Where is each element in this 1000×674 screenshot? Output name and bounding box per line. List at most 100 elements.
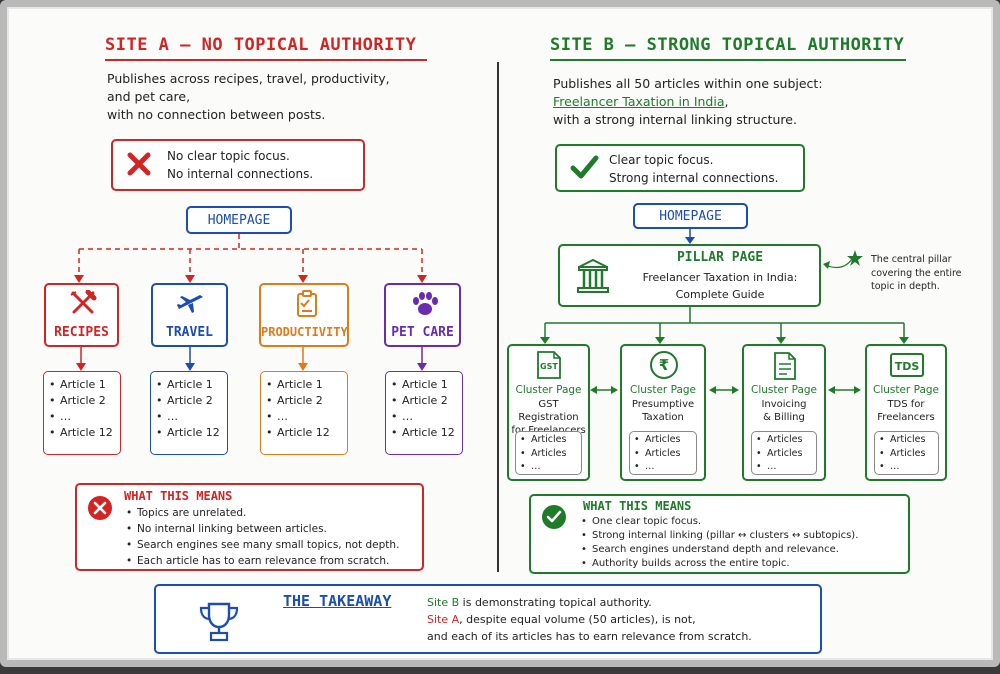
airplane-icon [176, 291, 206, 321]
takeaway-site-a: Site A [427, 613, 460, 626]
site-a-status-box: No clear topic focus. No internal connec… [111, 139, 365, 191]
cluster-invoicing-line1: Invoicing [761, 399, 807, 410]
list-item: … [389, 409, 462, 425]
cluster-presumptive-line1: Presumptive [631, 399, 695, 410]
checklist-icon [295, 290, 319, 322]
list-item: Articles [632, 433, 696, 447]
site-a-x-line2: No internal connections. [167, 167, 314, 181]
list-item: … [877, 460, 938, 474]
list-item: No internal linking between articles. [124, 521, 399, 537]
takeaway-line3: and each of its articles has to earn rel… [427, 630, 752, 643]
site-b-desc-line3: with a strong internal linking structure… [553, 112, 797, 127]
site-b-means-title: WHAT THIS MEANS [583, 499, 692, 513]
list-item: Article 1 [154, 377, 227, 393]
pillar-page-line2: Complete Guide [675, 288, 765, 301]
takeaway-box: THE TAKEAWAY Site B is demonstrating top… [154, 584, 822, 654]
rupee-icon-text: ₹ [658, 356, 670, 374]
pillar-note-line3: topic in depth. [871, 281, 940, 292]
site-b-check-line2: Strong internal connections. [609, 171, 779, 185]
cluster-presumptive-articles: Articles Articles … [629, 431, 697, 475]
cluster-invoicing-articles: Articles Articles … [751, 431, 817, 475]
list-item: … [518, 460, 581, 474]
list-item: Topics are unrelated. [124, 505, 399, 521]
list-item: One clear topic focus. [579, 515, 858, 529]
list-item: Articles [754, 447, 816, 461]
gst-document-icon: GST [536, 350, 562, 384]
cluster-heading: Cluster Page [872, 384, 940, 396]
list-item: Search engines understand depth and rele… [579, 543, 858, 557]
invoice-document-icon [773, 351, 797, 385]
list-item: Article 2 [47, 393, 120, 409]
category-pet-care-label: PET CARE [391, 325, 454, 340]
travel-article-list: Article 1 Article 2 … Article 12 [150, 371, 228, 455]
site-a-title-underline [105, 59, 427, 61]
list-item: Article 2 [154, 393, 227, 409]
site-a-x-line1: No clear topic focus. [167, 149, 290, 163]
takeaway-title: THE TAKEAWAY [283, 592, 392, 610]
site-b-what-this-means: WHAT THIS MEANS One clear topic focus. S… [529, 494, 910, 574]
cluster-page-invoicing: Cluster Page Invoicing & Billing Article… [742, 344, 826, 481]
red-x-icon [125, 150, 153, 178]
site-b-desc-line1: Publishes all 50 articles within one sub… [553, 76, 823, 91]
pillar-note-line2: covering the entire [871, 267, 962, 279]
site-b-title: SITE B – STRONG TOPICAL AUTHORITY [550, 35, 905, 55]
cluster-heading: Cluster Page [629, 384, 697, 396]
green-check-icon [569, 153, 599, 187]
category-productivity: PRODUCTIVITY [259, 283, 349, 347]
list-item: Articles [877, 447, 938, 461]
rupee-icon: ₹ [650, 351, 678, 379]
list-item: Articles [518, 447, 581, 461]
list-item: Strong internal linking (pillar ↔ cluste… [579, 529, 858, 543]
cluster-gst-articles: Articles Articles … [515, 431, 582, 475]
pet-care-article-list: Article 1 Article 2 … Article 12 [385, 371, 463, 455]
category-productivity-label: PRODUCTIVITY [261, 325, 348, 339]
cluster-heading: Cluster Page [750, 384, 818, 396]
list-item: Search engines see many small topics, no… [124, 537, 399, 553]
site-b-topic-highlight: Freelancer Taxation in India [553, 94, 725, 109]
site-a-means-title: WHAT THIS MEANS [124, 489, 233, 503]
cluster-page-presumptive: ₹ Cluster Page Presumptive Taxation Arti… [620, 344, 706, 481]
list-item: Articles [877, 433, 938, 447]
recipes-article-list: Article 1 Article 2 … Article 12 [43, 371, 121, 455]
list-item: … [154, 409, 227, 425]
site-b-title-underline [550, 59, 906, 61]
pillar-page-title: PILLAR PAGE [676, 250, 764, 265]
paw-icon [410, 291, 440, 321]
red-x-circle-icon [87, 495, 113, 525]
cluster-tds-articles: Articles Articles … [874, 431, 939, 475]
site-a-homepage: HOMEPAGE [186, 206, 292, 234]
site-a-desc-line1: Publishes across recipes, travel, produc… [107, 71, 390, 86]
site-a-what-this-means: WHAT THIS MEANS Topics are unrelated. No… [75, 483, 424, 571]
list-item: … [754, 460, 816, 474]
site-b-status-box: Clear topic focus. Strong internal conne… [555, 144, 805, 192]
list-item: Article 12 [389, 425, 462, 441]
site-b-description: Publishes all 50 articles within one sub… [553, 75, 823, 129]
fork-knife-icon [68, 289, 98, 320]
list-item: Articles [632, 447, 696, 461]
list-item: Article 2 [264, 393, 347, 409]
site-b-homepage: HOMEPAGE [633, 203, 748, 229]
site-a-title: SITE A – NO TOPICAL AUTHORITY [105, 35, 417, 55]
star-icon [847, 250, 863, 270]
list-item: Article 12 [154, 425, 227, 441]
site-b-homepage-label: HOMEPAGE [659, 209, 722, 224]
tds-icon-text: TDS [894, 360, 920, 373]
trophy-icon [196, 601, 242, 647]
site-a-homepage-label: HOMEPAGE [207, 213, 271, 228]
center-divider [497, 62, 499, 572]
cluster-gst-line1: GST Registration [518, 399, 579, 423]
list-item: … [47, 409, 120, 425]
site-a-desc-line2: and pet care, [107, 89, 191, 104]
pillar-page-line1: Freelancer Taxation in India: [642, 271, 798, 284]
list-item: Each article has to earn relevance from … [124, 553, 399, 569]
list-item: … [264, 409, 347, 425]
category-pet-care: PET CARE [384, 283, 461, 347]
category-recipes-label: RECIPES [54, 325, 109, 340]
site-b-desc-comma: , [724, 94, 729, 109]
site-b-connectors [540, 229, 909, 394]
tds-icon: TDS [890, 353, 924, 377]
category-travel-label: TRAVEL [166, 325, 213, 340]
green-check-circle-icon [541, 504, 567, 534]
category-travel: TRAVEL [151, 283, 228, 347]
list-item: Articles [518, 433, 581, 447]
